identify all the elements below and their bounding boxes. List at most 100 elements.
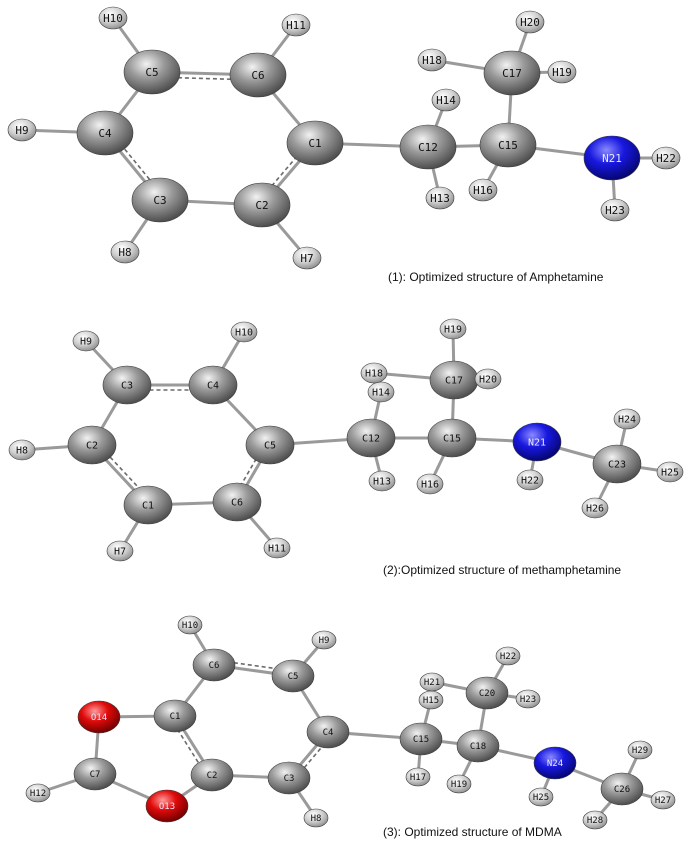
- atom-c4: C4: [188, 365, 238, 405]
- atom-label: H22: [500, 652, 516, 662]
- atom-sphere: [145, 789, 189, 823]
- atom-sphere: [292, 246, 322, 270]
- atom-c15: C15: [427, 418, 477, 458]
- atom-h14: H14: [367, 381, 395, 403]
- atom-label: H20: [520, 16, 540, 29]
- atom-h21: H21: [419, 672, 445, 692]
- atom-label: C1: [308, 137, 321, 150]
- atom-sphere: [465, 676, 509, 710]
- atom-c4: C4: [76, 110, 134, 156]
- atom-sphere: [417, 48, 447, 72]
- atom-label: H14: [436, 94, 456, 107]
- atom-label: C17: [445, 376, 463, 387]
- atom-label: H14: [372, 388, 390, 399]
- atom-c7: C7: [73, 757, 117, 791]
- atom-label: H23: [520, 695, 536, 705]
- atom-label: C1: [142, 501, 154, 512]
- atom-c2: C2: [190, 758, 234, 792]
- atom-label: H29: [632, 746, 648, 756]
- atom-sphere: [233, 182, 291, 228]
- atom-h18: H18: [417, 48, 447, 72]
- amphetamine-caption: (1): Optimized structure of Amphetamine: [388, 270, 604, 284]
- atom-h9: H9: [7, 118, 37, 142]
- atom-sphere: [533, 746, 577, 780]
- atom-h19: H19: [446, 774, 472, 794]
- atom-label: H18: [422, 54, 442, 67]
- atom-label: O14: [91, 713, 107, 723]
- atom-sphere: [360, 362, 388, 384]
- atom-sphere: [123, 485, 173, 525]
- atom-sphere: [212, 482, 262, 522]
- atom-sphere: [483, 50, 541, 96]
- atom-sphere: [582, 810, 608, 830]
- atom-sphere: [419, 672, 445, 692]
- atom-sphere: [547, 60, 577, 84]
- atom-c12: C12: [346, 418, 396, 458]
- aromatic-bond-c5-c6: [170, 76, 239, 81]
- atom-h10: H10: [230, 321, 258, 343]
- atom-h9: H9: [72, 330, 100, 352]
- atom-sphere: [123, 49, 181, 95]
- atom-sphere: [106, 540, 134, 562]
- atom-c3: C3: [102, 365, 152, 405]
- atom-label: C2: [207, 771, 218, 781]
- atom-sphere: [431, 88, 461, 112]
- atom-label: C3: [153, 194, 166, 207]
- atom-label: H26: [586, 504, 604, 515]
- atom-c2: C2: [233, 182, 291, 228]
- atom-label: H10: [103, 12, 123, 25]
- atom-label: H8: [16, 446, 28, 457]
- atom-sphere: [306, 715, 350, 749]
- atom-label: C4: [98, 127, 112, 140]
- atom-sphere: [446, 774, 472, 794]
- atom-sphere: [25, 783, 51, 803]
- atom-sphere: [192, 648, 236, 682]
- atom-c26: C26: [600, 772, 644, 806]
- atom-sphere: [177, 615, 203, 635]
- atom-sphere: [131, 177, 189, 223]
- atom-label: C15: [498, 139, 518, 152]
- atom-sphere: [627, 740, 653, 760]
- atom-h10: H10: [98, 6, 128, 30]
- atom-sphere: [479, 122, 537, 168]
- atom-c2: C2: [67, 425, 117, 465]
- aromatic-bond-c3-c4: [118, 141, 155, 186]
- atom-h11: H11: [263, 537, 291, 559]
- atom-n24: N24: [533, 746, 577, 780]
- atom-label: O13: [159, 802, 175, 812]
- atom-c17: C17: [483, 50, 541, 96]
- atom-label: C2: [255, 199, 268, 212]
- atom-h26: H26: [581, 497, 609, 519]
- atom-label: C12: [418, 141, 438, 154]
- atom-h12: H12: [25, 783, 51, 803]
- atom-sphere: [581, 497, 609, 519]
- atom-c15: C15: [479, 122, 537, 168]
- atom-sphere: [425, 186, 455, 210]
- atom-label: H23: [605, 204, 625, 217]
- atom-h9: H9: [311, 630, 337, 650]
- atom-label: C4: [323, 728, 334, 738]
- atom-label: H12: [30, 789, 46, 799]
- methamphetamine-caption: (2):Optimized structure of methamphetami…: [383, 563, 622, 577]
- atom-label: C5: [264, 441, 276, 452]
- atom-sphere: [468, 178, 498, 202]
- atom-label: C2: [86, 441, 98, 452]
- atom-label: H16: [421, 480, 439, 491]
- atom-label: C17: [502, 67, 522, 80]
- atom-sphere: [512, 422, 562, 462]
- atom-h7: H7: [106, 540, 134, 562]
- atom-label: H11: [268, 544, 286, 555]
- atom-sphere: [427, 418, 477, 458]
- atom-h22: H22: [516, 469, 544, 491]
- atom-sphere: [515, 689, 541, 709]
- atom-h10: H10: [177, 615, 203, 635]
- atom-sphere: [230, 321, 258, 343]
- atom-c23: C23: [592, 444, 642, 484]
- atom-sphere: [528, 787, 554, 807]
